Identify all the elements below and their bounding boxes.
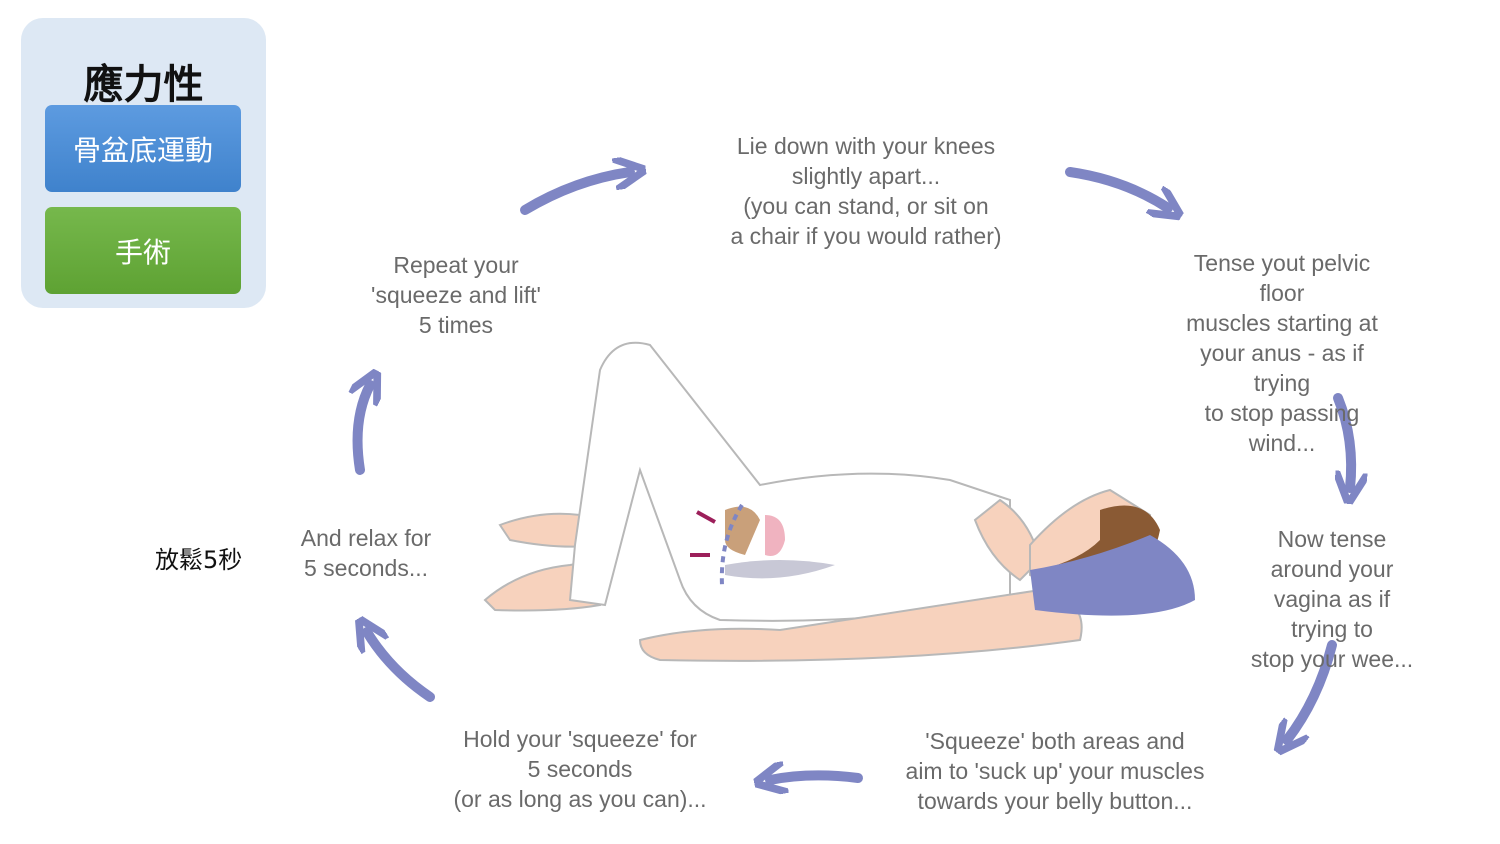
step-tense-anus: Tense yout pelvic floor muscles starting… xyxy=(1186,250,1378,456)
surgery-button[interactable]: 手術 xyxy=(45,207,241,294)
panel-title: 應力性 xyxy=(83,62,204,108)
cycle-arrow-3 xyxy=(1338,393,1351,488)
woman-illustration xyxy=(483,341,1195,662)
cycle-arrow-4 xyxy=(1287,640,1337,740)
cycle-arrow-5 xyxy=(770,775,863,780)
treatment-panel: 應力性 骨盆底運動 手術 xyxy=(21,18,266,308)
step-relax: And relax for 5 seconds... xyxy=(300,525,432,581)
cycle-arrow-1 xyxy=(520,172,630,215)
step-hold: Hold your 'squeeze' for 5 seconds (or as… xyxy=(453,726,707,812)
step-squeeze: 'Squeeze' both areas and aim to 'suck up… xyxy=(905,728,1205,814)
cycle-arrow-6 xyxy=(367,632,435,702)
relax-note: 放鬆5秒 xyxy=(155,546,243,574)
step-lie-down: Lie down with your knees slightly apart.… xyxy=(730,133,1002,249)
step-tense-vagina: Now tense around your vagina as if tryin… xyxy=(1250,526,1414,672)
step-repeat: Repeat your 'squeeze and lift' 5 times xyxy=(371,252,541,338)
cycle-arrow-7 xyxy=(358,385,370,475)
cycle-arrow-2 xyxy=(1065,167,1168,208)
pelvic-floor-exercise-button[interactable]: 骨盆底運動 xyxy=(45,105,241,192)
